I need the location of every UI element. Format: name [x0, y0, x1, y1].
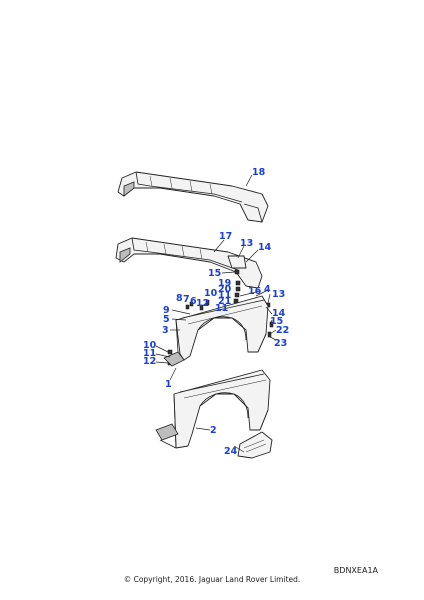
callout-12: 12 — [143, 356, 156, 367]
leader-lines — [155, 174, 277, 453]
front-wing-outer-panel — [155, 369, 271, 449]
callout-10: 10 — [204, 288, 218, 299]
callout-5: 5 — [163, 314, 170, 325]
callout-11: 11 — [143, 348, 156, 359]
front-wing-inner-assembly — [163, 295, 269, 367]
callout-labels: 18 17 13 14 15 19 20 11 10 16 4 13 21 8 … — [143, 167, 289, 457]
callout-18: 18 — [252, 167, 266, 178]
callout-21: 21 — [218, 296, 231, 307]
inner-wing-panel — [115, 237, 263, 289]
callout-19: 19 — [218, 278, 231, 289]
callout-8: 8 — [176, 293, 183, 304]
upper-wing-panel — [117, 171, 269, 223]
callout-11: 11 — [218, 290, 231, 301]
callout-14: 14 — [272, 308, 286, 319]
callout-23: 23 — [274, 338, 287, 349]
diagram-reference-code: BDNXEA1A — [333, 566, 378, 575]
callout-14: 14 — [258, 242, 272, 253]
callout-11: 11 — [215, 303, 228, 314]
callout-24: 24 — [224, 446, 238, 457]
callout-7: 7 — [183, 294, 190, 305]
callout-22: 22 — [276, 325, 289, 336]
callout-20: 20 — [218, 284, 232, 295]
callout-13: 13 — [272, 289, 285, 300]
callout-15: 15 — [208, 268, 221, 279]
callout-9: 9 — [163, 305, 170, 316]
callout-4: 4 — [264, 284, 271, 295]
callout-1: 1 — [165, 379, 172, 390]
callout-17: 17 — [219, 231, 232, 242]
callout-2: 2 — [210, 425, 217, 436]
callout-16: 16 — [248, 286, 262, 297]
callout-6: 6 — [190, 296, 197, 307]
callout-15: 15 — [270, 316, 283, 327]
callout-10: 10 — [143, 340, 157, 351]
wheel-arch-liner — [237, 431, 273, 459]
callout-3: 3 — [162, 325, 169, 336]
copyright-notice: © Copyright, 2016. Jaguar Land Rover Lim… — [123, 575, 301, 584]
callout-13: 13 — [240, 238, 253, 249]
callout-12: 12 — [196, 298, 209, 309]
